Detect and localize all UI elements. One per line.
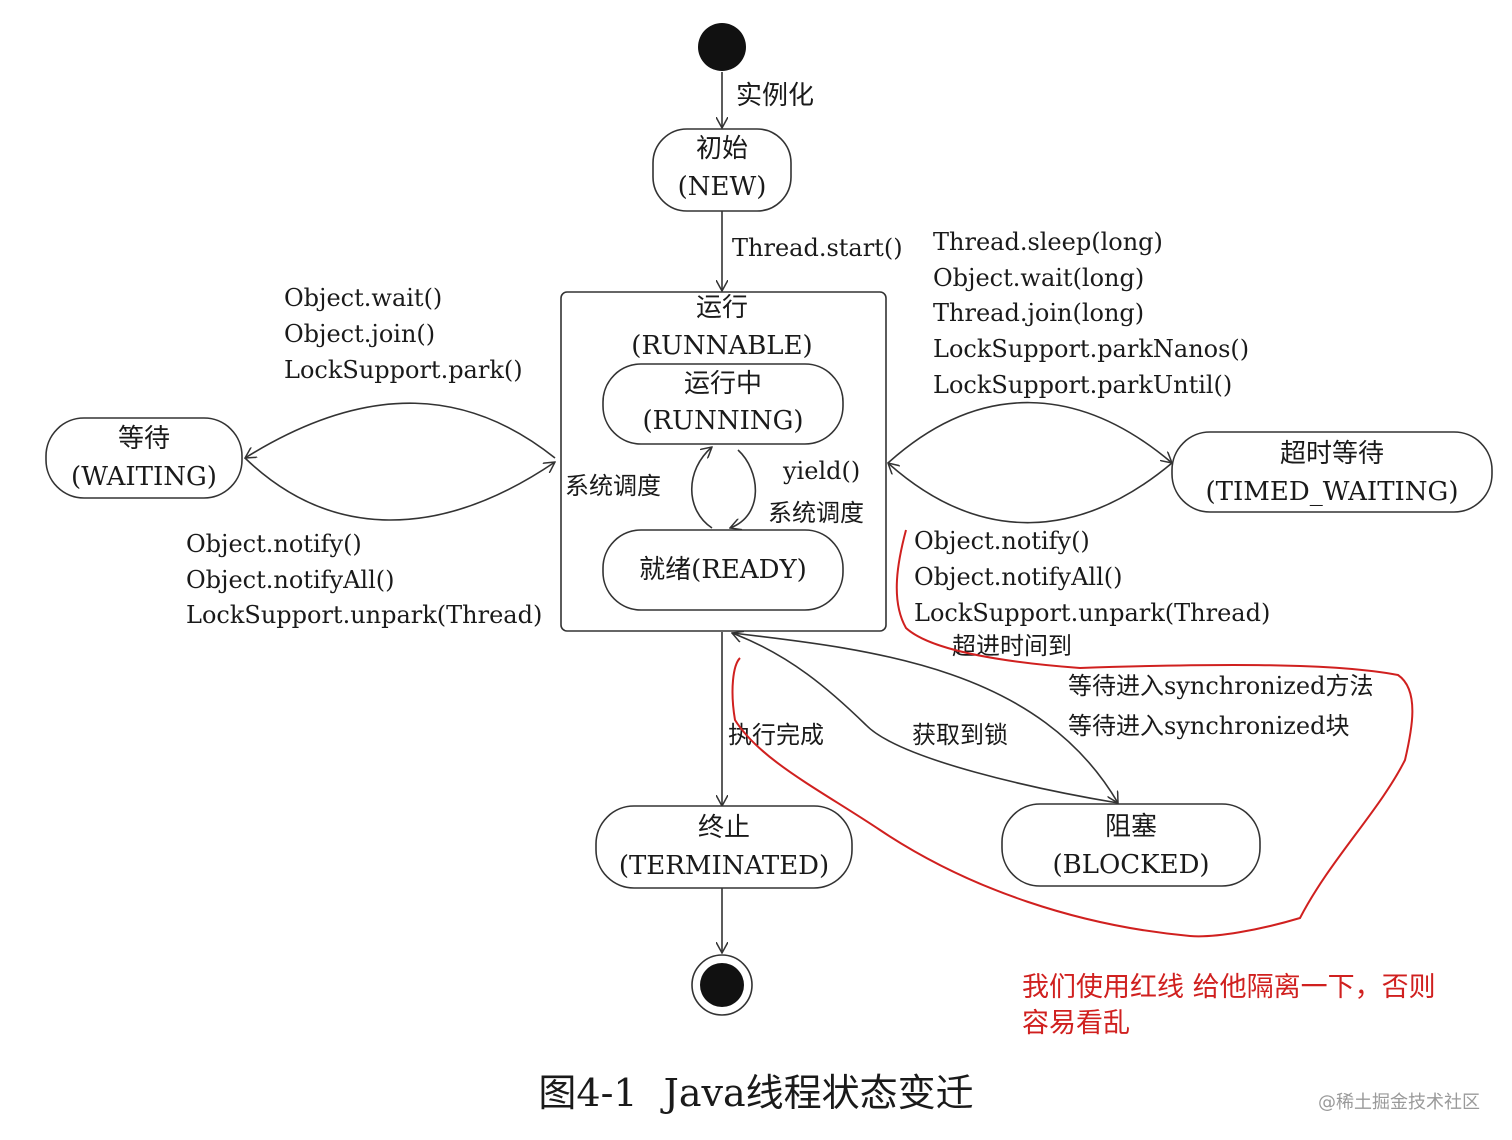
label-to-timed-4: LockSupport.parkNanos() [933, 335, 1249, 363]
edge-ready-to-running [691, 447, 712, 529]
annotation-line-2: 容易看乱 [1022, 1008, 1130, 1039]
label-from-timed-1: Object.notify() [914, 527, 1090, 555]
label-to-waiting-2: Object.join() [284, 320, 435, 348]
caption-prefix: 图4-1 [538, 1071, 637, 1115]
node-runnable-sublabel: (RUNNABLE) [631, 331, 812, 361]
node-new [652, 128, 792, 212]
label-instantiate: 实例化 [736, 81, 814, 111]
label-from-waiting-1: Object.notify() [186, 530, 362, 558]
red-separator-line [731, 529, 1414, 938]
annotation-line-1: 我们使用红线 给他隔离一下，否则 [1022, 972, 1436, 1003]
start-node [698, 23, 746, 71]
label-from-timed-2: Object.notifyAll() [914, 563, 1122, 591]
node-terminated-sublabel: (TERMINATED) [619, 851, 829, 881]
edge-from-blocked [732, 633, 1119, 804]
label-to-timed-2: Object.wait(long) [933, 264, 1144, 292]
label-from-waiting-3: LockSupport.unpark(Thread) [186, 601, 542, 629]
label-to-waiting-3: LockSupport.park() [284, 356, 523, 384]
node-running-label: 运行中 [684, 369, 762, 399]
node-ready-label: 就绪(READY) [639, 555, 807, 585]
node-timed-waiting [1171, 431, 1493, 513]
node-blocked-sublabel: (BLOCKED) [1052, 850, 1209, 880]
label-sched-right: 系统调度 [768, 499, 864, 527]
node-blocked [1001, 803, 1261, 887]
node-timed-waiting-label: 超时等待 [1280, 439, 1384, 469]
label-from-blocked: 获取到锁 [912, 721, 1008, 749]
node-new-label: 初始 [696, 134, 748, 164]
node-running-sublabel: (RUNNING) [642, 406, 803, 436]
edge-to-waiting [245, 402, 556, 458]
node-ready [602, 529, 844, 611]
label-thread-start: Thread.start() [732, 234, 903, 262]
node-new-sublabel: (NEW) [678, 172, 767, 202]
figure-caption: 图4-1 Java线程状态变迁 [538, 1071, 973, 1115]
edge-from-waiting [244, 457, 555, 521]
node-timed-waiting-sublabel: (TIMED_WAITING) [1206, 477, 1459, 507]
edge-running-to-ready [730, 449, 757, 528]
label-from-timed-4: 超进时间到 [952, 632, 1072, 660]
caption-title: Java线程状态变迁 [660, 1071, 974, 1115]
label-to-timed-3: Thread.join(long) [933, 299, 1144, 327]
label-to-blocked-2: 等待进入synchronized块 [1068, 712, 1350, 740]
node-runnable-label: 运行 [696, 293, 748, 323]
label-to-terminated: 执行完成 [728, 721, 824, 749]
node-terminated [595, 805, 853, 889]
label-to-timed-5: LockSupport.parkUntil() [933, 371, 1232, 399]
node-waiting-sublabel: (WAITING) [71, 462, 217, 492]
end-node-inner [700, 963, 744, 1007]
node-waiting [45, 417, 243, 499]
label-from-waiting-2: Object.notifyAll() [186, 566, 394, 594]
edge-to-blocked [731, 632, 1118, 803]
label-to-blocked-1: 等待进入synchronized方法 [1068, 672, 1374, 700]
label-yield: yield() [782, 457, 860, 485]
label-to-waiting-1: Object.wait() [284, 284, 442, 312]
edge-from-timed-waiting [888, 463, 1173, 524]
watermark: @稀土掘金技术社区 [1318, 1092, 1480, 1113]
node-waiting-label: 等待 [118, 424, 170, 454]
node-running [602, 363, 844, 445]
label-sched-left: 系统调度 [565, 472, 661, 500]
edge-to-timed-waiting [887, 401, 1172, 463]
node-terminated-label: 终止 [698, 813, 750, 843]
label-from-timed-3: LockSupport.unpark(Thread) [914, 599, 1270, 627]
node-blocked-label: 阻塞 [1105, 812, 1157, 842]
label-to-timed-1: Thread.sleep(long) [933, 228, 1163, 256]
